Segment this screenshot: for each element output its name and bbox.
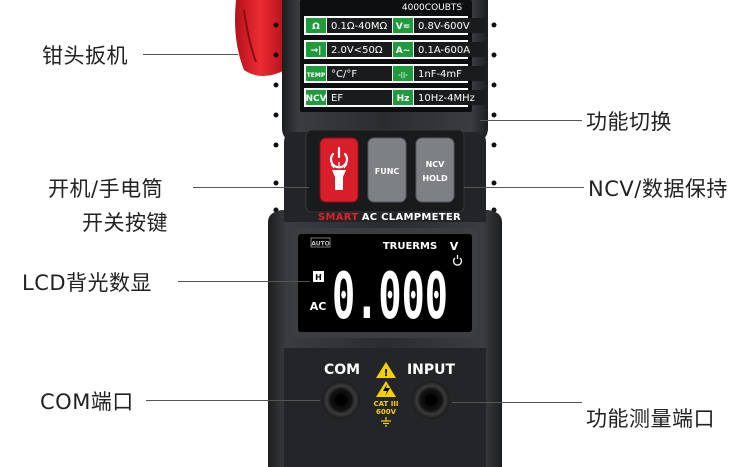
ncv-label: NCV [426, 160, 446, 169]
func-label: FUNC [375, 167, 400, 176]
callout-function-switch-line [480, 120, 582, 121]
spec-icon-box [393, 18, 413, 33]
callout-power-flashlight-line1: 开机/手电筒 [48, 177, 164, 201]
lcd-display [298, 234, 472, 332]
callout-ncv-hold: NCV/数据保持 [588, 177, 728, 201]
spec-value: 1nF-4mF [418, 69, 462, 80]
callout-com-port-line [146, 400, 320, 401]
spec-row: →| 2.0V<50Ω A~ 0.1A-600A [304, 40, 486, 59]
callout-lcd: LCD背光数显 [22, 271, 153, 295]
spec-icon: NCV [305, 94, 326, 104]
callout-measure-port-line [452, 402, 582, 403]
spec-value: 0.1A-600A [418, 45, 470, 56]
spec-icon: Hz [397, 94, 410, 104]
spec-value: 0.8V-600V [418, 21, 470, 32]
spec-icon-box [306, 42, 326, 57]
callout-trigger-line [143, 54, 238, 55]
spec-icon-box [306, 90, 326, 105]
power-flashlight-button[interactable] [319, 137, 359, 203]
spec-value: °C/°F [331, 69, 357, 80]
voltage-rating: 600V [376, 408, 397, 416]
hold-label: HOLD [422, 174, 448, 183]
lcd-auto-indicator: AUTO [310, 237, 331, 248]
callout-ncv-hold-line [464, 187, 584, 188]
svg-text:!: ! [384, 368, 389, 379]
spec-icon-box [393, 66, 413, 81]
cat-rating: CAT III [373, 400, 398, 408]
lcd-ac-indicator: AC [310, 300, 327, 313]
auto-off-icon [452, 255, 463, 266]
spec-value: 10Hz-4MHz [418, 93, 475, 104]
func-button[interactable]: FUNC [367, 137, 407, 203]
spec-icon: -||- [398, 72, 408, 79]
ground-icon [381, 417, 391, 427]
spec-icon-box [306, 66, 326, 81]
grip-dots [273, 22, 497, 213]
clamp-trigger[interactable] [235, 0, 285, 76]
spec-row: NCV EF Hz 10Hz-4MHz [304, 88, 486, 107]
spec-icon: V≂ [396, 22, 411, 32]
model-label: 4000COUBTS [402, 3, 463, 13]
spec-value: EF [331, 93, 343, 104]
callout-trigger: 钳头扳机 [42, 44, 128, 68]
svg-text:H: H [315, 273, 322, 282]
callout-lcd-line [178, 281, 310, 282]
spec-row: Ω 0.1Ω-40MΩ V≂ 0.8V-600V [304, 16, 486, 35]
spec-icon-box [306, 18, 326, 33]
callout-function-switch: 功能切换 [586, 110, 672, 134]
ncv-hold-button[interactable]: NCV HOLD [415, 137, 455, 203]
callout-power-line [193, 187, 309, 188]
lcd-unit: V [450, 240, 459, 253]
high-voltage-warning-icon: ! [376, 362, 396, 397]
spec-icon: A~ [396, 46, 411, 56]
spec-icon: TEMP [307, 72, 326, 79]
svg-text:AUTO: AUTO [311, 241, 330, 248]
spec-icon: Ω [312, 22, 320, 32]
callout-measure-port: 功能测量端口 [586, 407, 715, 431]
callout-power-flashlight-line2: 开关按键 [82, 211, 168, 235]
spec-value: 0.1Ω-40MΩ [331, 21, 388, 32]
lcd-reading: 0.000 [332, 260, 448, 334]
spec-icon-box [393, 42, 413, 57]
callout-com-port: COM端口 [40, 390, 134, 414]
input-jack-label: INPUT [407, 362, 456, 378]
lcd-hold-indicator: H [313, 271, 324, 282]
com-jack-label: COM [324, 362, 360, 378]
spec-value: 2.0V<50Ω [331, 45, 383, 56]
spec-icon: →| [311, 46, 322, 56]
flashlight-icon [330, 162, 348, 190]
spec-row: TEMP °C/°F -||- 1nF-4mF [304, 64, 486, 83]
lcd-truerms: TRUERMS [383, 241, 437, 252]
spec-icon-box [393, 90, 413, 105]
